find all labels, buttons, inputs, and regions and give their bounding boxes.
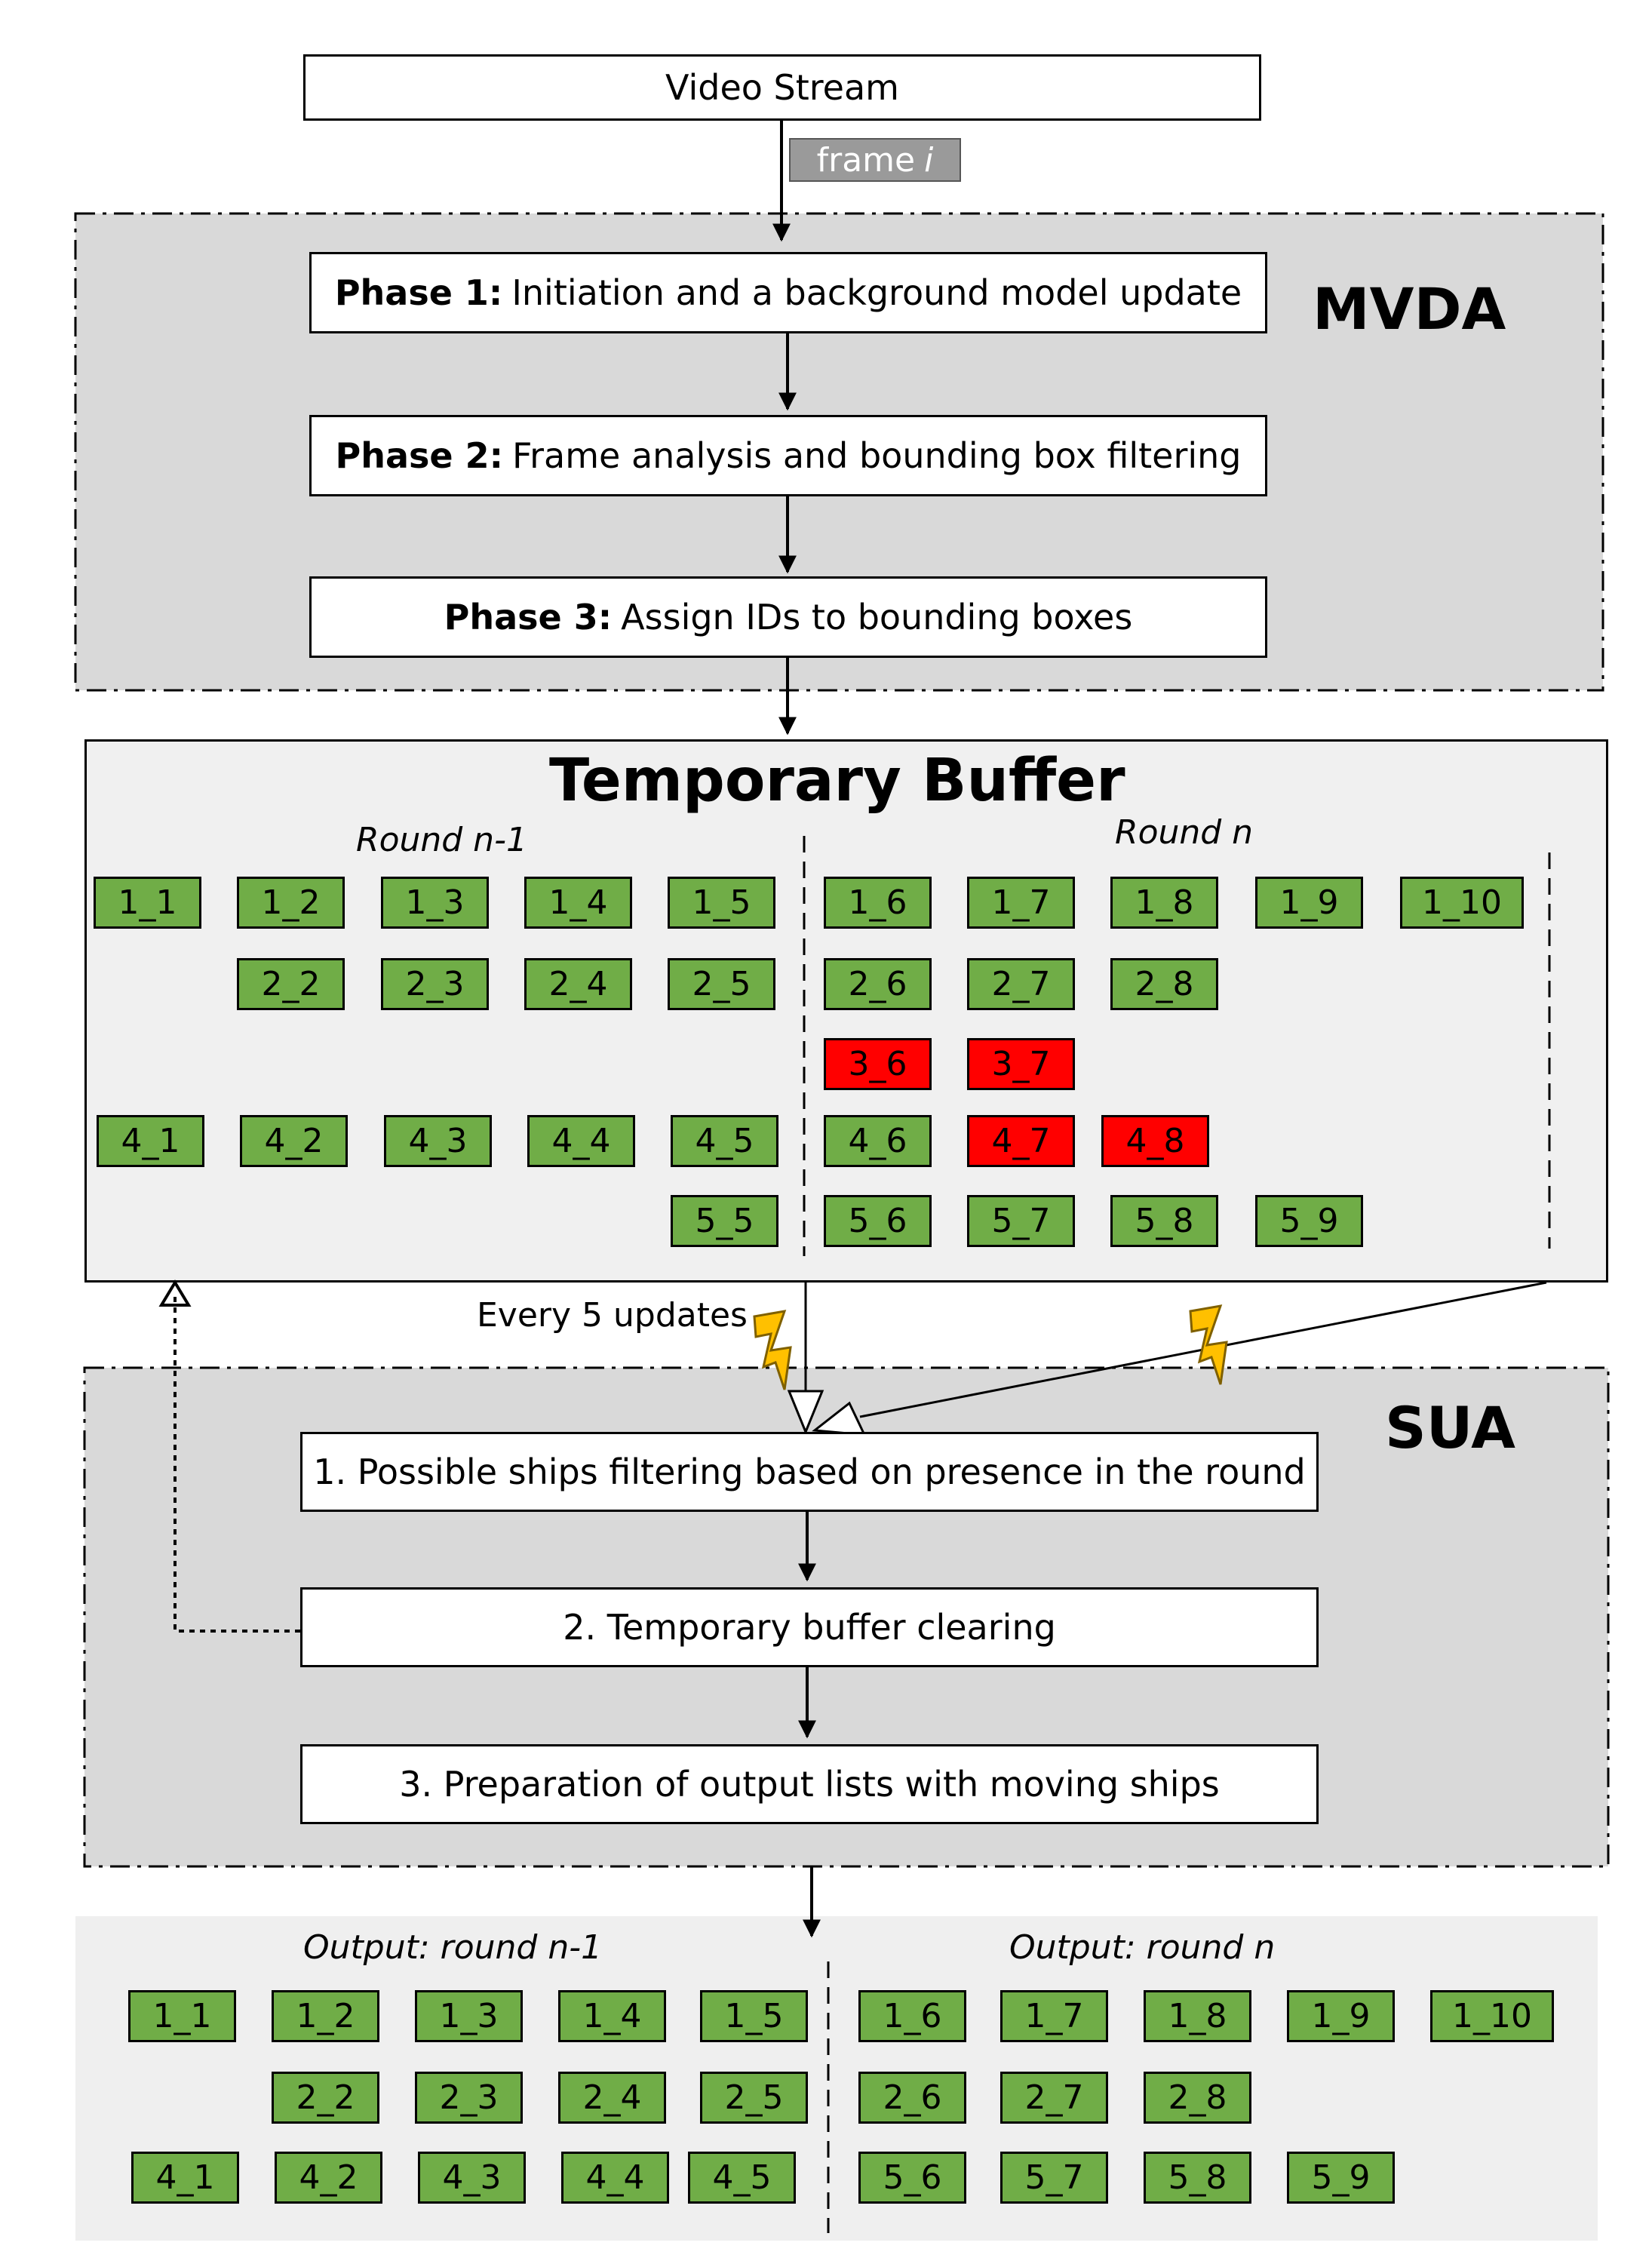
sua-step-1-box: 1. Possible ships filtering based on pre… bbox=[300, 1432, 1319, 1512]
output-round-prev-label: Output: round n-1 bbox=[303, 1928, 603, 1967]
buffer-cell: 5_8 bbox=[1110, 1195, 1218, 1247]
sua-title: SUA bbox=[1385, 1394, 1515, 1461]
frame-tag-var: i bbox=[924, 140, 934, 180]
buffer-cell: 2_6 bbox=[824, 958, 932, 1010]
output-cell: 1_7 bbox=[1000, 1990, 1108, 2042]
output-cell: 1_3 bbox=[415, 1990, 523, 2042]
buffer-round-curr-label: Round n bbox=[1115, 813, 1254, 852]
output-cell: 5_8 bbox=[1144, 2152, 1251, 2204]
buffer-cell: 1_2 bbox=[237, 877, 345, 929]
output-cell: 5_7 bbox=[1000, 2152, 1108, 2204]
buffer-cell: 5_6 bbox=[824, 1195, 932, 1247]
output-cell: 5_6 bbox=[858, 2152, 966, 2204]
output-cell: 4_4 bbox=[561, 2152, 669, 2204]
phase-2-bold: Phase 2: bbox=[335, 435, 504, 476]
buffer-cell: 4_5 bbox=[671, 1115, 778, 1167]
buffer-cell: 2_2 bbox=[237, 958, 345, 1010]
output-cell: 5_9 bbox=[1287, 2152, 1395, 2204]
phase-2-text: Frame analysis and bounding box filterin… bbox=[512, 435, 1242, 476]
sua-step-2-text: 2. Temporary buffer clearing bbox=[563, 1607, 1056, 1648]
buffer-cell: 1_4 bbox=[524, 877, 632, 929]
output-cell: 2_2 bbox=[272, 2072, 379, 2124]
buffer-cell-red: 4_8 bbox=[1101, 1115, 1209, 1167]
output-cell: 1_6 bbox=[858, 1990, 966, 2042]
output-cell: 2_5 bbox=[700, 2072, 808, 2124]
buffer-cell: 2_5 bbox=[668, 958, 775, 1010]
buffer-cell: 2_7 bbox=[967, 958, 1075, 1010]
phase-3-text: Assign IDs to bounding boxes bbox=[621, 597, 1133, 637]
buffer-cell: 1_6 bbox=[824, 877, 932, 929]
sua-border bbox=[83, 1366, 1610, 1868]
lightning-bolt-icon bbox=[753, 1310, 792, 1390]
hollow-arrowhead-left bbox=[787, 1390, 824, 1435]
phase-3-box: Phase 3: Assign IDs to bounding boxes bbox=[309, 576, 1267, 658]
frame-tag-text: frame bbox=[816, 140, 916, 180]
lightning-bolt-icon-2 bbox=[1189, 1304, 1228, 1385]
mvda-title: MVDA bbox=[1313, 275, 1506, 343]
sua-step-2-box: 2. Temporary buffer clearing bbox=[300, 1587, 1319, 1667]
buffer-cell: 4_6 bbox=[824, 1115, 932, 1167]
output-cell: 4_1 bbox=[131, 2152, 239, 2204]
output-cell: 2_6 bbox=[858, 2072, 966, 2124]
buffer-cell: 1_5 bbox=[668, 877, 775, 929]
buffer-cell: 4_2 bbox=[240, 1115, 348, 1167]
mvda-border bbox=[74, 212, 1604, 692]
buffer-cell: 2_3 bbox=[381, 958, 489, 1010]
temporary-buffer-title: Temporary Buffer bbox=[549, 747, 1125, 815]
buffer-cell: 1_10 bbox=[1400, 877, 1524, 929]
output-cell: 4_3 bbox=[418, 2152, 526, 2204]
feedback-arrowhead bbox=[158, 1279, 192, 1307]
output-cell: 2_4 bbox=[558, 2072, 666, 2124]
phase-2-box: Phase 2: Frame analysis and bounding box… bbox=[309, 415, 1267, 496]
buffer-cell: 1_3 bbox=[381, 877, 489, 929]
sua-step-3-box: 3. Preparation of output lists with movi… bbox=[300, 1744, 1319, 1824]
output-cell: 2_8 bbox=[1144, 2072, 1251, 2124]
buffer-cell-red: 4_7 bbox=[967, 1115, 1075, 1167]
sua-step-1-text: 1. Possible ships filtering based on pre… bbox=[313, 1451, 1306, 1492]
output-round-curr-label: Output: round n bbox=[1009, 1928, 1276, 1967]
output-cell: 1_10 bbox=[1430, 1990, 1554, 2042]
buffer-cell: 5_9 bbox=[1255, 1195, 1363, 1247]
trigger-label: Every 5 updates bbox=[477, 1296, 748, 1335]
output-cell: 2_7 bbox=[1000, 2072, 1108, 2124]
output-cell: 4_2 bbox=[275, 2152, 382, 2204]
buffer-cell-red: 3_7 bbox=[967, 1038, 1075, 1090]
output-cell: 4_5 bbox=[688, 2152, 796, 2204]
phase-1-bold: Phase 1: bbox=[334, 272, 503, 313]
phase-1-box: Phase 1: Initiation and a background mod… bbox=[309, 252, 1267, 333]
buffer-cell: 5_7 bbox=[967, 1195, 1075, 1247]
hollow-arrowhead-right bbox=[812, 1401, 867, 1436]
output-cell: 1_2 bbox=[272, 1990, 379, 2042]
buffer-cell: 1_7 bbox=[967, 877, 1075, 929]
sua-step-3-text: 3. Preparation of output lists with movi… bbox=[399, 1764, 1220, 1805]
output-cell: 1_9 bbox=[1287, 1990, 1395, 2042]
buffer-cell: 2_4 bbox=[524, 958, 632, 1010]
feedback-dotted-arrow bbox=[173, 1292, 300, 1633]
video-stream-label: Video Stream bbox=[665, 67, 899, 108]
temporary-buffer-region bbox=[84, 739, 1608, 1283]
phase-3-bold: Phase 3: bbox=[444, 597, 613, 637]
output-cell: 1_8 bbox=[1144, 1990, 1251, 2042]
phase-1-text: Initiation and a background model update bbox=[511, 272, 1242, 313]
buffer-cell: 5_5 bbox=[671, 1195, 778, 1247]
output-cell: 1_5 bbox=[700, 1990, 808, 2042]
frame-tag: frame i bbox=[789, 138, 961, 182]
buffer-cell: 4_1 bbox=[97, 1115, 204, 1167]
output-cell: 2_3 bbox=[415, 2072, 523, 2124]
video-stream-box: Video Stream bbox=[303, 54, 1261, 121]
buffer-cell: 4_3 bbox=[384, 1115, 492, 1167]
buffer-cell: 4_4 bbox=[527, 1115, 635, 1167]
output-cell: 1_4 bbox=[558, 1990, 666, 2042]
output-cell: 1_1 bbox=[128, 1990, 236, 2042]
buffer-cell: 1_8 bbox=[1110, 877, 1218, 929]
buffer-round-prev-label: Round n-1 bbox=[356, 821, 527, 859]
buffer-cell: 1_9 bbox=[1255, 877, 1363, 929]
buffer-cell: 2_8 bbox=[1110, 958, 1218, 1010]
buffer-cell: 1_1 bbox=[94, 877, 201, 929]
buffer-cell-red: 3_6 bbox=[824, 1038, 932, 1090]
